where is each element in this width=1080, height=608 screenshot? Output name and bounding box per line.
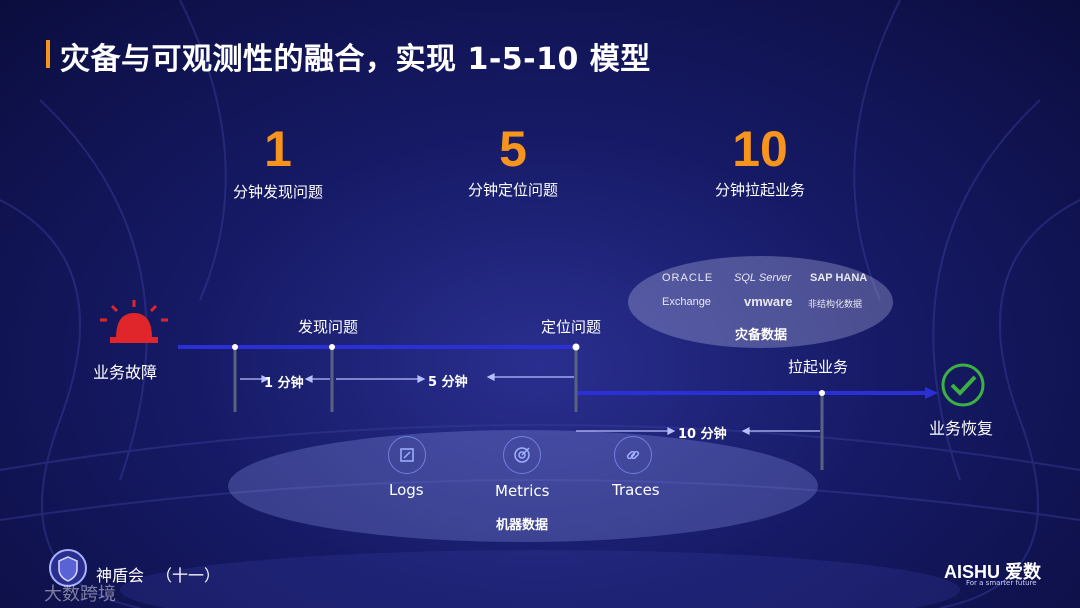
recovered-label: 业务恢复 [929, 415, 993, 439]
restore-label: 拉起业务 [788, 356, 848, 377]
span1-label: 1 分钟 [264, 372, 304, 391]
checkmark-icon [943, 365, 983, 405]
watermark: 大数跨境 [44, 580, 116, 606]
span10-label: 10 分钟 [678, 423, 727, 442]
brand-tagline: For a smarter future [966, 579, 1037, 587]
dot-restore [819, 390, 825, 396]
event-subtitle: （十一） [156, 562, 220, 586]
fault-label: 业务故障 [93, 359, 157, 383]
span5-label: 5 分钟 [428, 371, 468, 390]
dot-fault [232, 344, 238, 350]
discover-label: 发现问题 [298, 316, 358, 337]
dot-discover [329, 344, 335, 350]
locate-label: 定位问题 [541, 316, 601, 337]
dot-locate [573, 344, 580, 351]
timeline-arrowhead [925, 387, 938, 399]
alarm-icon [100, 300, 168, 343]
